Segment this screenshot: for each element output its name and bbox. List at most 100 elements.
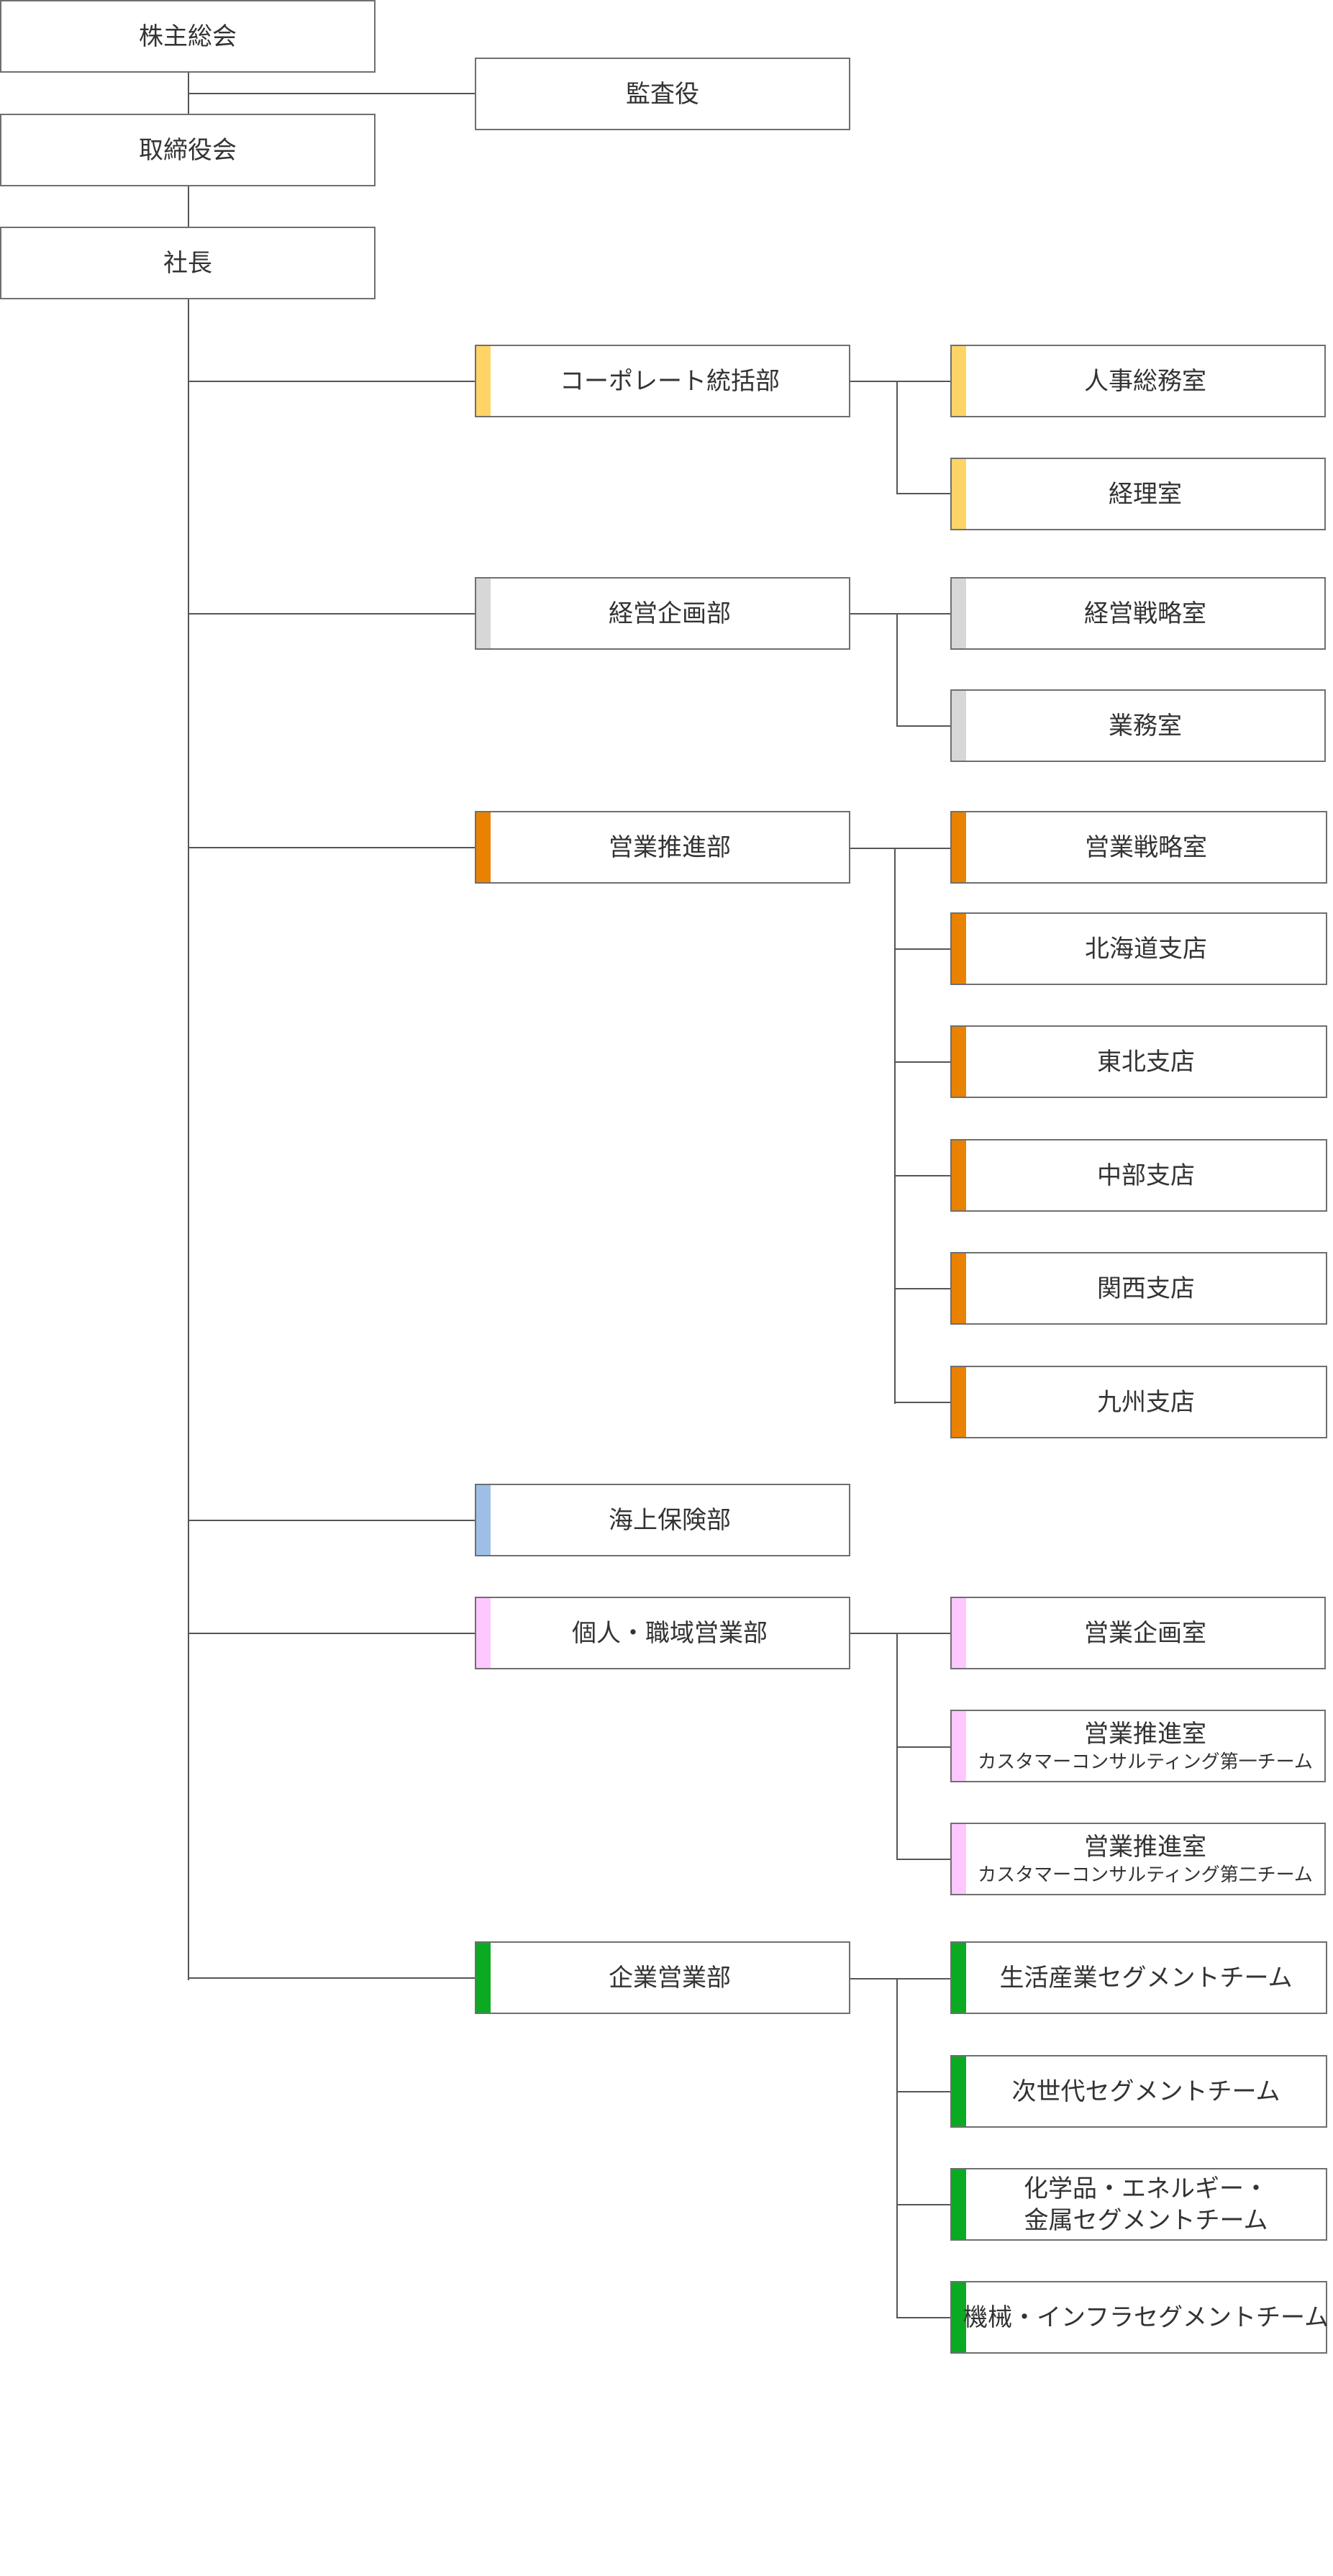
node-label: 東北支店 — [1097, 1047, 1195, 1076]
connector — [894, 948, 951, 950]
node-label: コーポレート統括部 — [560, 366, 780, 396]
node-label: 人事総務室 — [1084, 366, 1206, 396]
connector — [850, 381, 951, 382]
color-bar — [952, 459, 966, 529]
color-bar — [952, 2169, 966, 2239]
team-box: 機械・インフラセグメントチーム — [950, 2281, 1329, 2354]
team-box: 化学品・エネルギー・ 金属セグメントチーム — [950, 2168, 1327, 2241]
node-label: 次世代セグメントチーム — [1011, 2077, 1280, 2106]
color-bar — [476, 579, 491, 648]
office-box: 営業企画室 — [950, 1597, 1326, 1669]
node-label: 海上保険部 — [609, 1505, 731, 1535]
connector — [894, 1288, 951, 1289]
office-box: 業務室 — [950, 689, 1326, 762]
node-label: 取締役会 — [139, 135, 237, 165]
connector — [896, 1746, 951, 1748]
node-label: 営業戦略室 — [1085, 833, 1207, 862]
node-sublabel: カスタマーコンサルティング第一チーム — [978, 1751, 1313, 1773]
color-bar — [952, 914, 966, 984]
connector — [896, 613, 898, 727]
connector — [188, 1633, 476, 1634]
node-label: 株主総会 — [139, 22, 237, 51]
node-label: 機械・インフラセグメントチーム — [963, 2303, 1329, 2332]
office-box: 営業推進室 カスタマーコンサルティング第一チーム — [950, 1710, 1326, 1782]
color-bar — [952, 579, 966, 648]
department-corporate: コーポレート統括部 — [475, 345, 850, 417]
office-box: 営業推進室 カスタマーコンサルティング第二チーム — [950, 1823, 1326, 1895]
node-label: 監査役 — [626, 79, 699, 109]
color-bar — [952, 2282, 966, 2352]
connector — [188, 299, 189, 1980]
connector — [188, 613, 476, 614]
color-bar — [952, 1027, 966, 1097]
connector — [894, 1402, 951, 1403]
color-bar — [476, 1598, 491, 1668]
color-bar — [952, 1253, 966, 1323]
connector — [896, 1978, 898, 2318]
team-box: 生活産業セグメントチーム — [950, 1941, 1327, 2014]
color-bar — [476, 346, 491, 416]
connector — [896, 2317, 951, 2318]
connector — [894, 1175, 951, 1176]
connector — [850, 1978, 951, 1979]
connector — [896, 2204, 951, 2205]
connector — [188, 186, 189, 227]
node-label: 化学品・エネルギー・ — [1024, 2174, 1268, 2203]
node-label: 営業推進室 — [1084, 1832, 1206, 1861]
connector — [896, 381, 898, 494]
color-bar — [952, 2056, 966, 2126]
connector — [188, 381, 476, 382]
connector — [850, 1633, 951, 1634]
node-label: 社長 — [163, 248, 212, 278]
color-bar — [476, 812, 491, 882]
node-label-line2: 金属セグメントチーム — [1024, 2205, 1268, 2235]
node-label: 企業営業部 — [609, 1963, 731, 1992]
team-box: 次世代セグメントチーム — [950, 2055, 1327, 2128]
department-enterprise: 企業営業部 — [475, 1941, 850, 2014]
president-box: 社長 — [0, 227, 376, 299]
connector — [188, 847, 476, 848]
department-sales: 営業推進部 — [475, 811, 850, 884]
color-bar — [952, 346, 966, 416]
node-label: 経営戦略室 — [1084, 599, 1206, 628]
connector — [850, 848, 951, 849]
color-bar — [952, 812, 966, 882]
connector — [894, 848, 896, 1404]
branch-box: 九州支店 — [950, 1366, 1327, 1438]
board-box: 取締役会 — [0, 114, 376, 186]
connector — [188, 1977, 476, 1979]
node-label: 経理室 — [1109, 479, 1182, 509]
node-sublabel: カスタマーコンサルティング第二チーム — [978, 1864, 1313, 1886]
node-label: 中部支店 — [1097, 1161, 1195, 1190]
color-bar — [952, 1598, 966, 1668]
connector — [188, 93, 476, 94]
node-label: 九州支店 — [1097, 1387, 1195, 1417]
color-bar — [952, 1140, 966, 1210]
office-box: 営業戦略室 — [950, 811, 1327, 884]
connector — [896, 725, 951, 727]
auditor-box: 監査役 — [475, 58, 850, 130]
node-label: 営業推進部 — [609, 833, 731, 862]
node-label: 営業推進室 — [1084, 1719, 1206, 1749]
branch-box: 関西支店 — [950, 1252, 1327, 1325]
color-bar — [952, 1943, 966, 2013]
color-bar — [476, 1485, 491, 1555]
shareholders-meeting-box: 株主総会 — [0, 0, 376, 73]
node-label: 業務室 — [1109, 711, 1182, 740]
connector — [896, 2091, 951, 2092]
color-bar — [952, 691, 966, 761]
node-label: 営業企画室 — [1084, 1618, 1206, 1648]
node-label: 関西支店 — [1097, 1274, 1195, 1303]
department-planning: 経営企画部 — [475, 577, 850, 650]
connector — [896, 493, 951, 494]
office-box: 経理室 — [950, 458, 1326, 530]
color-bar — [952, 1367, 966, 1437]
node-label: 経営企画部 — [609, 599, 731, 628]
node-label: 個人・職域営業部 — [572, 1618, 768, 1648]
color-bar — [952, 1824, 966, 1894]
branch-box: 東北支店 — [950, 1025, 1327, 1098]
connector — [896, 1859, 951, 1860]
office-box: 経営戦略室 — [950, 577, 1326, 650]
department-personal: 個人・職域営業部 — [475, 1597, 850, 1669]
branch-box: 北海道支店 — [950, 912, 1327, 985]
